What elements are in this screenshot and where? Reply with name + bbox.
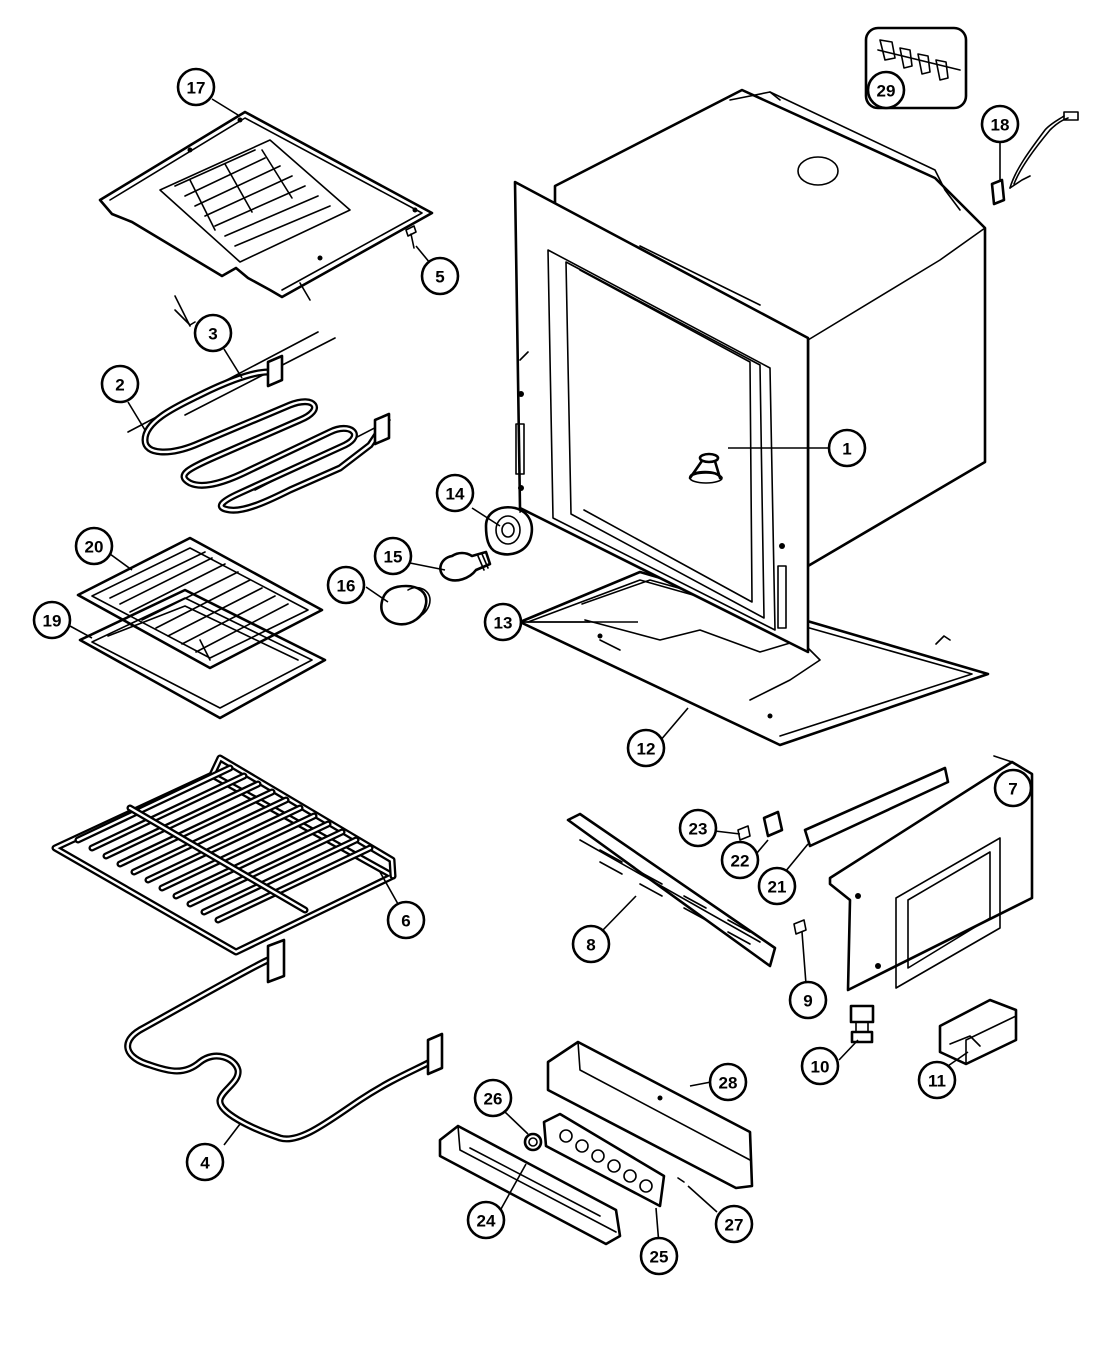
callout-10: 10 [800,1046,840,1086]
callout-24: 24 [466,1200,506,1240]
callout-label: 26 [484,1090,503,1109]
callout-4: 4 [185,1142,225,1182]
part-drawer [828,755,1034,992]
callout-label: 13 [494,614,513,633]
part-leveling-leg [849,1004,875,1044]
callout-23: 23 [678,808,718,848]
callout-21: 21 [757,866,797,906]
callout-1: 1 [827,428,867,468]
part-broil-element [127,282,391,514]
callout-label: 17 [187,79,206,98]
callout-label: 4 [200,1154,210,1173]
callout-label: 8 [586,936,595,955]
callout-label: 25 [650,1248,669,1267]
part-bake-element [124,938,444,1143]
callout-17: 17 [176,67,216,107]
callout-label: 7 [1008,780,1017,799]
callout-label: 12 [637,740,656,759]
callout-29: 29 [866,70,906,110]
callout-label: 22 [731,852,750,871]
callout-label: 9 [803,992,812,1011]
callout-16: 16 [326,565,366,605]
part-light-lens [380,584,431,626]
part-lower-panel [566,812,777,968]
callout-label: 18 [991,116,1010,135]
callout-label: 29 [877,82,896,101]
callout-13: 13 [483,602,523,642]
part-bracket-21 [803,766,950,848]
callout-label: 1 [842,440,851,459]
part-top-shield [98,110,434,299]
part-clip-22 [762,810,784,838]
callout-22: 22 [720,840,760,880]
callout-label: 27 [725,1216,744,1235]
callout-label: 3 [208,325,217,344]
part-broil-pan-grid [76,536,324,670]
callout-label: 19 [43,612,62,631]
callout-28: 28 [708,1062,748,1102]
part-switch-strip-25 [542,1112,666,1208]
part-light-socket [484,505,534,556]
part-wire-harness [990,111,1079,206]
callout-9: 9 [788,980,828,1020]
callout-12: 12 [626,728,666,768]
callout-3: 3 [193,313,233,353]
callout-2: 2 [100,364,140,404]
part-leg-bracket [938,998,1018,1066]
callout-label: 14 [446,485,465,504]
callout-label: 24 [477,1212,496,1231]
part-knob-26 [523,1132,543,1152]
callout-11: 11 [917,1060,957,1100]
callout-27: 27 [714,1204,754,1244]
callout-18: 18 [980,104,1020,144]
part-screw-27 [677,1177,685,1183]
part-screw-9 [793,919,807,935]
callout-15: 15 [373,536,413,576]
part-trim-24 [438,1124,622,1246]
callout-label: 16 [337,577,356,596]
callout-label: 6 [401,912,410,931]
part-oven-rack [51,754,397,956]
callout-25: 25 [639,1236,679,1276]
callout-6: 6 [386,900,426,940]
callout-label: 10 [811,1058,830,1077]
part-screw-5 [405,225,417,249]
part-screw-23 [737,825,751,841]
callout-20: 20 [74,526,114,566]
callout-label: 23 [689,820,708,839]
callout-label: 20 [85,538,104,557]
callout-label: 11 [928,1072,946,1091]
part-oven-cavity [513,88,987,654]
callout-26: 26 [473,1078,513,1118]
part-light-bulb [439,550,492,582]
part-control-panel-28 [546,1040,754,1190]
callout-19: 19 [32,600,72,640]
callout-14: 14 [435,473,475,513]
callout-label: 15 [384,548,403,567]
callout-8: 8 [571,924,611,964]
callout-5: 5 [420,256,460,296]
callout-label: 5 [435,268,444,287]
callout-label: 21 [768,878,787,897]
callout-7: 7 [993,768,1033,808]
callout-label: 2 [115,376,124,395]
callout-label: 28 [719,1074,738,1093]
